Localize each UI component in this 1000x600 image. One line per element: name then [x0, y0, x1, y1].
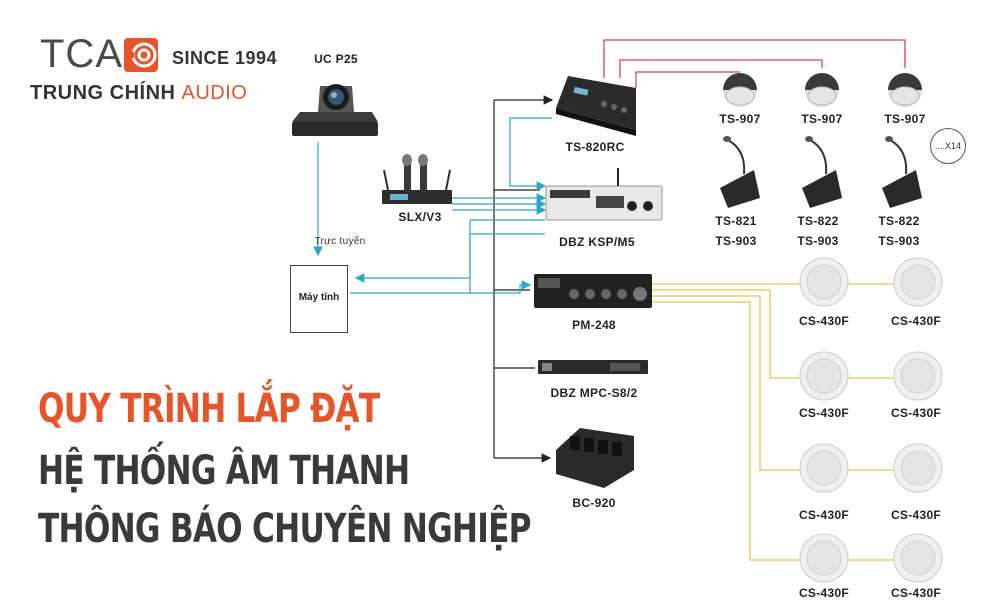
- power-sequencer-icon: [538, 360, 648, 374]
- speaker-label: CS-430F: [798, 406, 850, 420]
- ceiling-speaker-icon: [799, 257, 849, 307]
- processor-label: DBZ KSP/M5: [559, 235, 635, 249]
- camera-label: UC P25: [314, 52, 358, 66]
- speaker-label: CS-430F: [890, 508, 942, 522]
- ceiling-speaker-icon: [799, 533, 849, 583]
- black-backbone-lines: [493, 95, 554, 463]
- logo-since: SINCE 1994: [172, 48, 278, 68]
- processor-icon: [545, 168, 663, 221]
- speaker-label: CS-430F: [890, 586, 942, 600]
- computer-label: Máy tính: [298, 292, 340, 303]
- controller-label: TS-820RC: [565, 140, 625, 154]
- headline-line-3: THÔNG BÁO CHUYÊN NGHIỆP: [38, 506, 531, 552]
- charger-label: BC-920: [572, 496, 616, 510]
- mic-label: SLX/V3: [398, 210, 442, 224]
- ceiling-speaker-icon: [893, 533, 943, 583]
- ceiling-mic-icon: [723, 73, 757, 107]
- charger-icon: [556, 428, 634, 488]
- speaker-label: CS-430F: [890, 406, 942, 420]
- controller-icon: [556, 76, 636, 136]
- ceiling-speaker-icon: [893, 443, 943, 493]
- ceiling-mic-icon: [888, 73, 922, 107]
- delegate-sub-label: TS-903: [878, 234, 920, 248]
- speaker-label: CS-430F: [798, 314, 850, 328]
- speaker-label: CS-430F: [890, 314, 942, 328]
- amplifier-icon: [534, 274, 652, 308]
- cyan-signal-lines: [313, 117, 552, 294]
- logo-mark-icon: [124, 38, 158, 72]
- ceiling-mic-label: TS-907: [884, 112, 926, 126]
- brand-name-accent: AUDIO: [181, 82, 248, 104]
- online-label: Trực tuyến: [314, 236, 366, 247]
- amplifier-label: PM-248: [572, 318, 616, 332]
- ceiling-speaker-icon: [799, 443, 849, 493]
- delegate-model-label: TS-822: [797, 214, 839, 228]
- ceiling-speaker-icon: [893, 351, 943, 401]
- speaker-grid: [799, 257, 943, 583]
- ceiling-mic-label: TS-907: [719, 112, 761, 126]
- delegate-sub-label: TS-903: [715, 234, 757, 248]
- headline-line-1: QUY TRÌNH LẮP ĐẶT: [38, 386, 380, 432]
- delegate-unit-icon: [720, 136, 760, 208]
- brand-name-main: TRUNG CHÍNH: [30, 82, 176, 104]
- camera-icon: [292, 84, 378, 136]
- red-link-lines: [603, 39, 906, 88]
- delegate-sub-label: TS-903: [797, 234, 839, 248]
- ceiling-mic-icon: [805, 73, 839, 107]
- computer-box: Máy tính: [290, 265, 348, 333]
- ceiling-speaker-icon: [799, 351, 849, 401]
- wireless-receiver-icon: [382, 154, 452, 204]
- ceiling-mic-label: TS-907: [801, 112, 843, 126]
- yellow-speaker-lines: [652, 283, 895, 561]
- quantity-badge: ....X14: [930, 128, 966, 164]
- delegate-model-label: TS-821: [715, 214, 757, 228]
- ceiling-speaker-icon: [893, 257, 943, 307]
- speaker-label: CS-430F: [798, 586, 850, 600]
- headline-line-2: HỆ THỐNG ÂM THANH: [38, 448, 410, 494]
- speaker-label: CS-430F: [798, 508, 850, 522]
- power-label: DBZ MPC-S8/2: [550, 386, 638, 400]
- delegate-model-label: TS-822: [878, 214, 920, 228]
- delegate-unit-icon: [802, 136, 842, 208]
- logo-text: TCA: [40, 32, 123, 76]
- delegate-unit-icon: [882, 136, 922, 208]
